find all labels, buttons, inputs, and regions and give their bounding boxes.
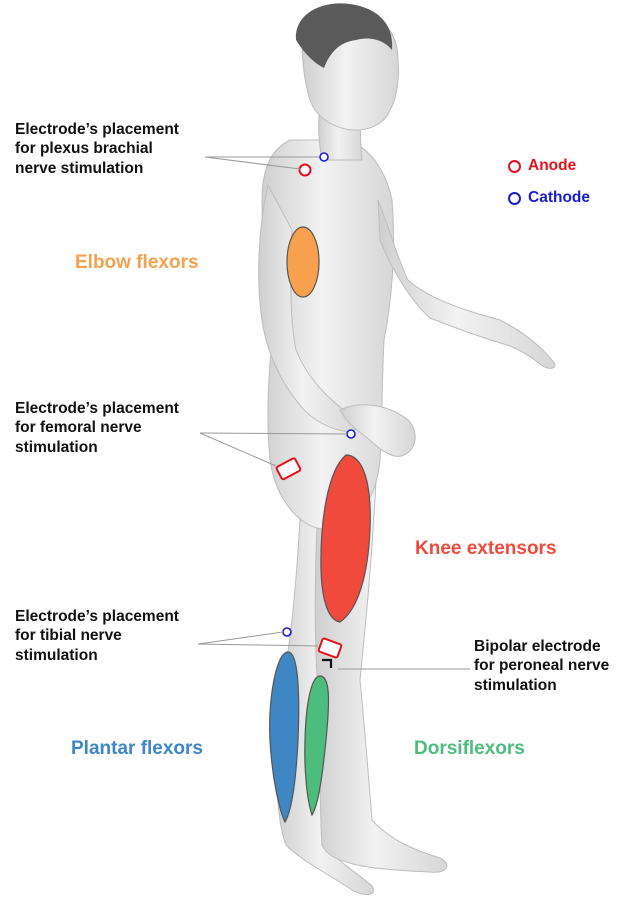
legend-anode: Anode <box>508 157 576 175</box>
anode-electrode-plexus <box>300 165 311 176</box>
label-line: for femoral nerve <box>15 418 179 437</box>
elbow-flexors-label: Elbow flexors <box>75 251 199 275</box>
label-line: Electrode’s placement <box>15 607 179 626</box>
femoral-placement-label: Electrode’s placement for femoral nerve … <box>15 399 179 457</box>
cathode-legend-icon <box>508 192 521 205</box>
dorsiflexors-label: Dorsiflexors <box>414 737 525 761</box>
cathode-electrode-tibial <box>283 628 291 636</box>
anode-legend-label: Anode <box>528 157 576 175</box>
label-line: for tibial nerve <box>15 626 179 645</box>
human-body <box>259 7 555 894</box>
label-line: for peroneal nerve <box>474 656 609 675</box>
knee-extensors-label: Knee extensors <box>415 537 557 561</box>
label-line: stimulation <box>474 676 609 695</box>
label-line: nerve stimulation <box>15 159 179 178</box>
label-line: stimulation <box>15 646 179 665</box>
elbow-flexors-region <box>287 227 319 297</box>
plantar-flexors-label: Plantar flexors <box>71 737 203 761</box>
peroneal-placement-label: Bipolar electrode for peroneal nerve sti… <box>474 637 609 695</box>
legend-cathode: Cathode <box>508 189 590 207</box>
label-line: Bipolar electrode <box>474 637 609 656</box>
front-arm <box>378 200 555 368</box>
cathode-legend-label: Cathode <box>528 189 590 207</box>
label-line: for plexus brachial <box>15 139 179 158</box>
plexus-placement-label: Electrode’s placement for plexus brachia… <box>15 120 179 178</box>
cathode-electrode-femoral <box>347 430 355 438</box>
label-line: Electrode’s placement <box>15 399 179 418</box>
label-line: stimulation <box>15 438 179 457</box>
label-line: Electrode’s placement <box>15 120 179 139</box>
cathode-electrode-plexus <box>320 153 328 161</box>
tibial-placement-label: Electrode’s placement for tibial nerve s… <box>15 607 179 665</box>
anode-legend-icon <box>508 160 521 173</box>
